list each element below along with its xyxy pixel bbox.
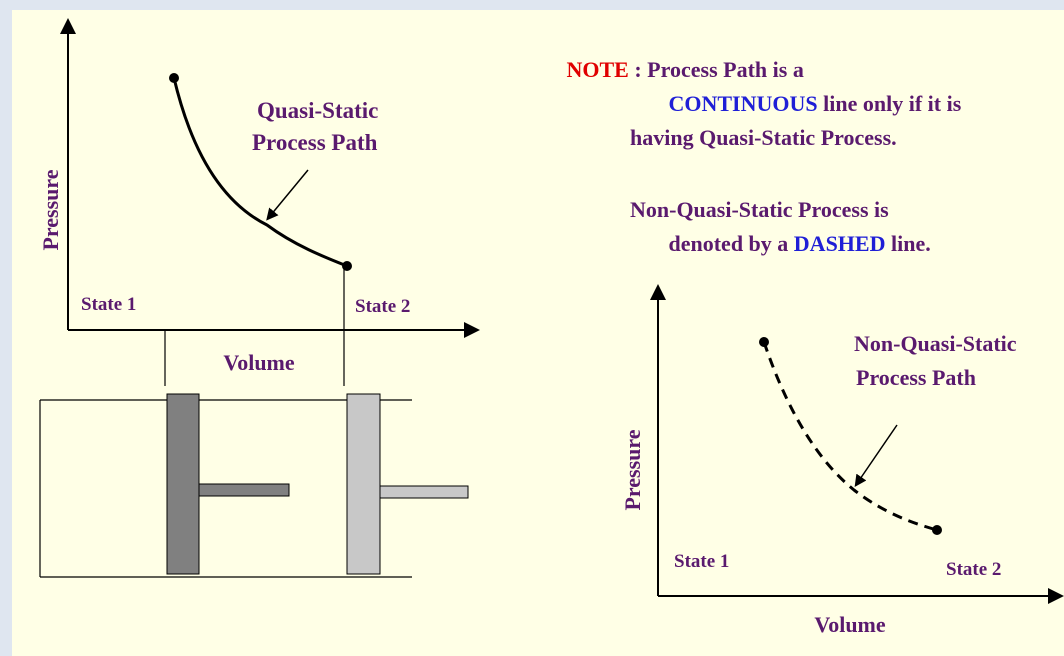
dashed-keyword: DASHED	[794, 231, 886, 256]
x-axis-label: Volume	[223, 350, 295, 375]
slide: Pressure Volume State 1 State 2 Quasi-St…	[12, 10, 1064, 656]
piston-rod-state-1	[198, 483, 290, 497]
note-text: NOTE : Process Path is a CONTINUOUS line…	[528, 57, 989, 256]
note-line-4: Non-Quasi-Static Process is	[630, 197, 889, 222]
piston-state-2	[346, 393, 381, 575]
path-label-line2: Process Path	[252, 130, 378, 155]
piston-cylinder-icon	[39, 393, 469, 578]
note-line-3: having Quasi-Static Process.	[630, 125, 897, 150]
y-axis-label: Pressure	[620, 429, 645, 510]
piston-rod-state-2	[379, 485, 469, 499]
quasi-static-graph: Pressure Volume State 1 State 2 Quasi-St…	[38, 18, 480, 386]
state-2-label: State 2	[355, 296, 410, 317]
piston-state-1	[166, 393, 200, 575]
note-line-2: CONTINUOUS line only if it is	[630, 91, 989, 116]
diagram-canvas: Pressure Volume State 1 State 2 Quasi-St…	[38, 18, 1064, 637]
note-line-5: denoted by a DASHED line.	[630, 231, 958, 256]
continuous-keyword: CONTINUOUS	[669, 91, 818, 116]
path-pointer-arrow	[266, 169, 309, 221]
path-pointer-arrow	[854, 424, 898, 487]
state-1-point	[169, 73, 179, 83]
note-line-2-rest: line only if it is	[818, 91, 962, 116]
state-1-point	[759, 337, 769, 347]
path-label-line1: Non-Quasi-Static	[854, 331, 1017, 356]
non-quasi-static-process-path	[762, 341, 938, 532]
state-2-point	[932, 525, 942, 535]
non-quasi-static-graph: Pressure Volume State 1 State 2 Non-Quas…	[620, 284, 1064, 637]
state-2-label: State 2	[946, 559, 1001, 580]
quasi-static-process-path	[172, 77, 348, 268]
x-axis-label: Volume	[814, 612, 886, 637]
y-axis-label: Pressure	[38, 169, 63, 250]
note-line-1: NOTE : Process Path is a	[528, 57, 831, 82]
state-1-label: State 1	[81, 294, 136, 315]
path-label-line2: Process Path	[856, 365, 976, 390]
note-line-5-end: line.	[885, 231, 930, 256]
note-line-1-rest: : Process Path is a	[629, 57, 804, 82]
path-label-line1: Quasi-Static	[257, 98, 378, 123]
note-line-5-start: denoted by a	[669, 231, 794, 256]
note-keyword: NOTE	[567, 57, 629, 82]
state-1-label: State 1	[674, 551, 729, 572]
